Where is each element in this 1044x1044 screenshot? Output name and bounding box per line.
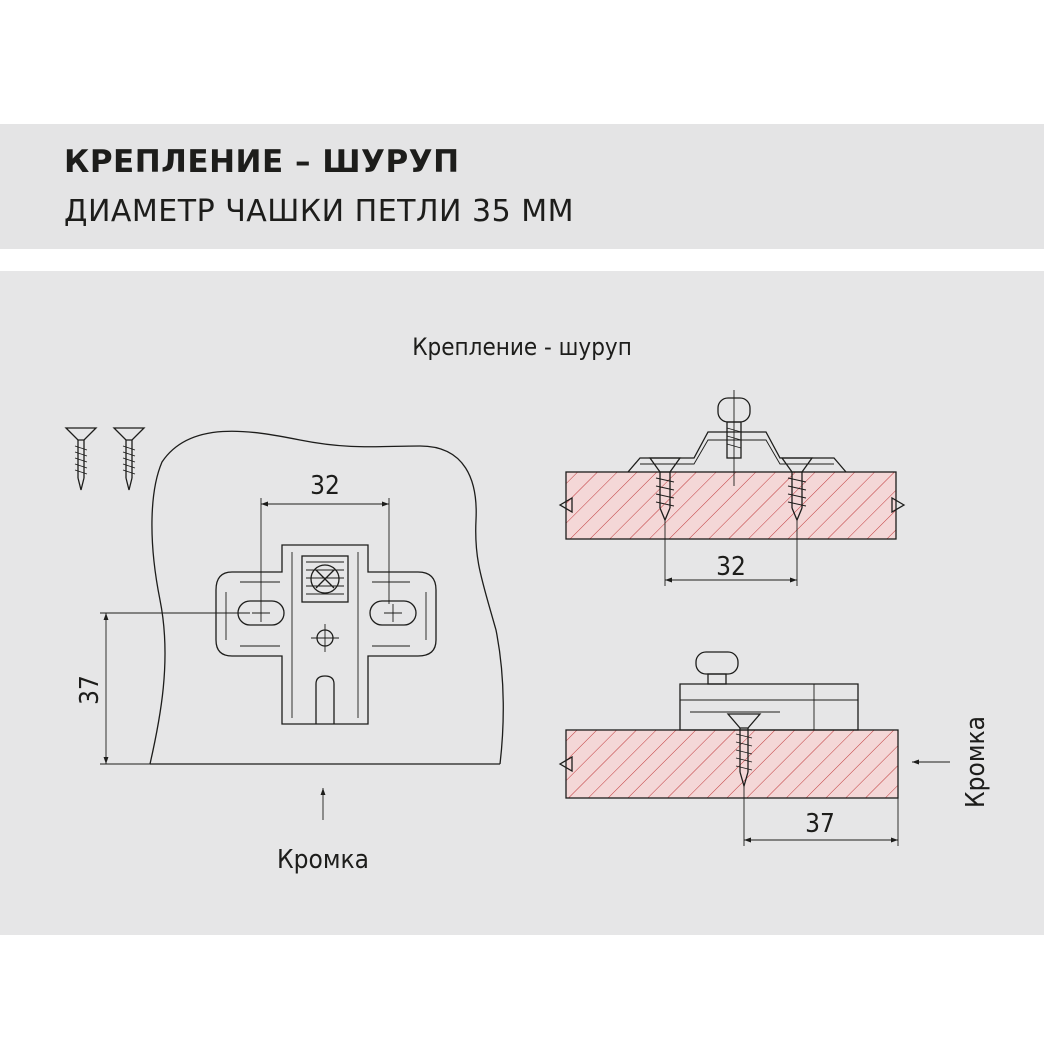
- dimension-label-32: 32: [310, 471, 340, 501]
- screw-icon: [112, 427, 146, 491]
- mounting-plate-front: [215, 544, 437, 725]
- side-view-bottom: [558, 651, 899, 799]
- screw-icon: [64, 427, 98, 491]
- dimension-label-37: 37: [805, 809, 835, 839]
- diagram-caption: Крепление - шуруп: [412, 333, 632, 361]
- dimension-label-32: 32: [716, 552, 746, 582]
- front-dimension-32: 32: [260, 471, 390, 604]
- header-band: [0, 124, 1044, 249]
- side-view-top: [558, 390, 906, 540]
- page-title: КРЕПЛЕНИЕ – ШУРУП: [64, 144, 460, 180]
- front-dimension-37: 37: [75, 612, 250, 765]
- page-subtitle: ДИАМЕТР ЧАШКИ ПЕТЛИ 35 ММ: [64, 194, 574, 229]
- side-bottom-dimension-37: 37: [743, 786, 899, 846]
- dimension-label-37: 37: [75, 675, 105, 705]
- cabinet-panel-outline: [149, 430, 504, 765]
- edge-label: Кромка: [277, 845, 369, 875]
- diagram-panel: [0, 271, 1044, 935]
- edge-label: Кромка: [961, 716, 991, 808]
- side-top-dimension-32: 32: [664, 520, 798, 586]
